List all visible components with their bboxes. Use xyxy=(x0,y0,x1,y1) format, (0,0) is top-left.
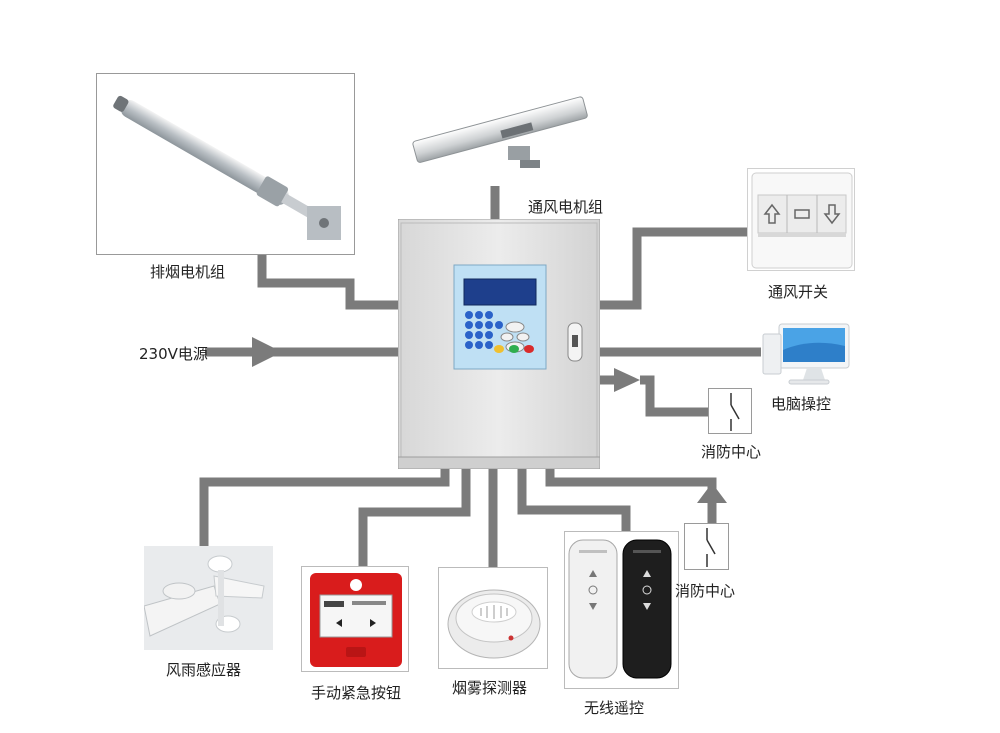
line-fire-center-right-2 xyxy=(640,375,708,417)
smoke-detector-image xyxy=(438,567,548,669)
line-smoke-motor xyxy=(257,255,402,310)
vent-switch-image xyxy=(747,168,855,271)
line-fire-center-bottom xyxy=(545,469,717,523)
remote-control-icon xyxy=(568,539,672,679)
label-smoke-detector: 烟雾探测器 xyxy=(452,679,528,697)
label-manual-button: 手动紧急按钮 xyxy=(311,684,402,702)
label-remote: 无线遥控 xyxy=(584,699,645,717)
label-fire-center-bottom: 消防中心 xyxy=(675,582,736,600)
label-vent-switch: 通风开关 xyxy=(768,283,829,301)
line-manual-button xyxy=(358,469,471,568)
smoke-detector-icon xyxy=(447,589,541,659)
vent-motor-image xyxy=(390,20,605,186)
arrow-fire-center-right xyxy=(614,368,640,392)
switch-symbol-icon xyxy=(706,528,716,567)
manual-button-image xyxy=(301,566,409,672)
cabinet-icon xyxy=(397,218,601,470)
fire-center-right-switch xyxy=(708,388,752,434)
line-remote xyxy=(517,469,631,531)
arrow-fire-center-bottom xyxy=(697,483,727,503)
fire-call-point-icon xyxy=(310,573,402,667)
fire-center-bottom-switch xyxy=(684,523,729,570)
control-cabinet xyxy=(397,218,601,470)
switch-symbol-icon xyxy=(730,393,740,431)
smoke-motor-image xyxy=(96,73,355,255)
computer-image xyxy=(761,320,854,386)
label-power: 230V电源 xyxy=(139,345,208,363)
line-vent-switch xyxy=(598,227,747,310)
chain-actuator-icon xyxy=(412,96,588,168)
weather-station-icon xyxy=(144,546,273,650)
arrow-power xyxy=(252,337,282,367)
label-vent-motor: 通风电机组 xyxy=(528,198,604,216)
label-wind-rain: 风雨感应器 xyxy=(166,661,242,679)
computer-monitor-icon xyxy=(762,323,850,385)
wall-switch-icon xyxy=(751,172,853,269)
linear-actuator-icon xyxy=(113,95,341,240)
wind-rain-sensor-image xyxy=(144,546,273,650)
label-fire-center-right: 消防中心 xyxy=(701,443,762,461)
remote-image xyxy=(564,531,679,689)
label-smoke-motor: 排烟电机组 xyxy=(150,263,226,281)
label-computer: 电脑操控 xyxy=(771,395,832,413)
line-wind-rain xyxy=(199,469,450,548)
